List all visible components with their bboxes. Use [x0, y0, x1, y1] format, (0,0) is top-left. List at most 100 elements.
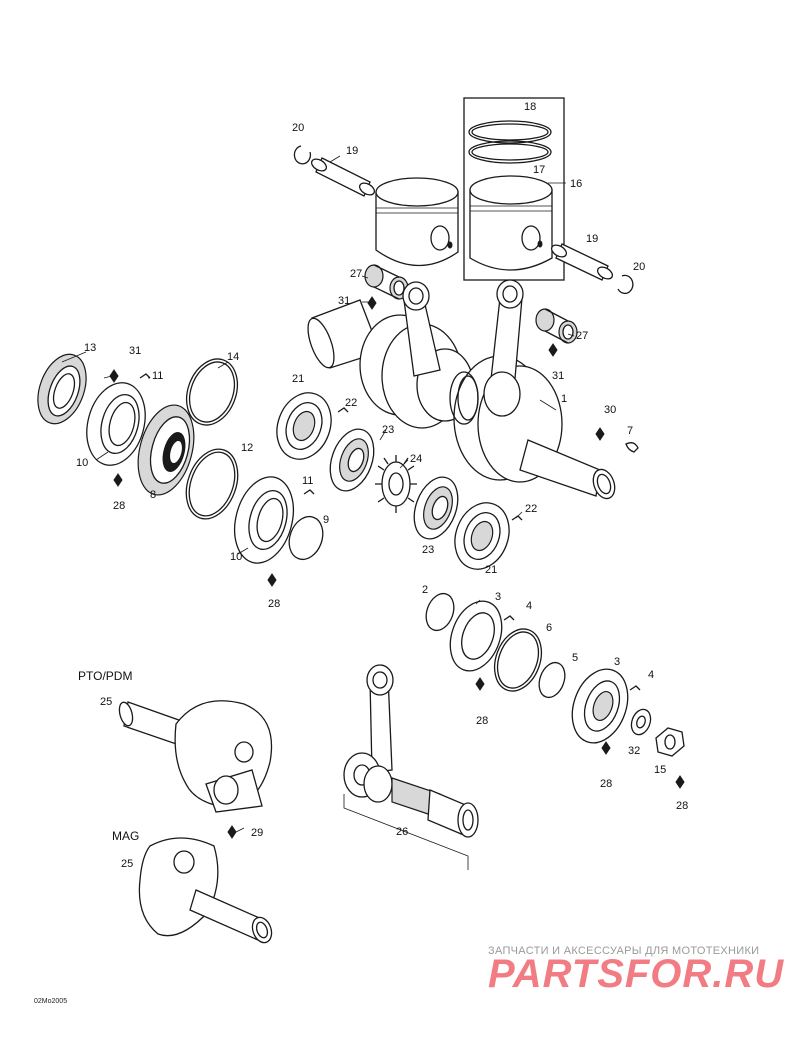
- bearing-21-upper: [276, 392, 332, 460]
- callout-28-r1: 28: [476, 715, 489, 727]
- woodruff-key: [625, 442, 639, 453]
- washer-32: [630, 708, 652, 736]
- ring-14: [185, 358, 239, 426]
- callout-27-lower: 27: [576, 330, 589, 342]
- callout-26: 26: [396, 826, 409, 838]
- crankshaft-assembly: [307, 279, 616, 500]
- gear-24: [375, 455, 417, 513]
- spacer-9: [288, 515, 324, 561]
- callout-25-mag: 25: [121, 858, 134, 870]
- callout-28-r2: 28: [600, 778, 613, 790]
- callout-10-left: 10: [76, 457, 89, 469]
- reference-code: 02Mo2005: [34, 998, 68, 1005]
- circlip-right: [617, 274, 634, 295]
- bearing-23-upper: [329, 428, 375, 492]
- callout-27-upper: 27: [350, 268, 363, 280]
- circlip-left: [293, 145, 312, 165]
- callout-5: 5: [572, 652, 579, 664]
- callout-8: 8: [150, 489, 157, 501]
- leader-lines: [61, 155, 575, 833]
- dowel-28-r1: [475, 677, 485, 691]
- dowel-28-r3: [675, 775, 685, 789]
- callout-32: 32: [628, 745, 641, 757]
- crank-half-mag: [138, 837, 273, 944]
- dowel-31: [109, 369, 119, 383]
- callout-28-middle: 28: [268, 598, 281, 610]
- piston-pin-right: [550, 243, 614, 281]
- callout-14: 14: [227, 351, 240, 363]
- callout-4-lower: 4: [648, 669, 655, 681]
- pin-4-lower: [629, 685, 641, 691]
- callout-24: 24: [410, 453, 423, 465]
- bearing-3-lower: [571, 668, 629, 744]
- callout-15: 15: [654, 764, 667, 776]
- ring-6: [493, 628, 543, 692]
- callout-28-r3: 28: [676, 800, 689, 812]
- dowel-28-middle: [267, 573, 277, 587]
- callout-3-lower: 3: [614, 656, 621, 668]
- ring-12: [185, 448, 239, 520]
- watermark-tagline: ЗАПЧАСТИ И АКСЕССУАРЫ ДЛЯ МОТОТЕХНИКИ: [488, 945, 760, 957]
- pin-4-upper: [503, 615, 515, 621]
- watermark-logo: PARTSFOR.RU: [488, 952, 785, 996]
- callout-23-lower: 23: [422, 544, 435, 556]
- callout-29: 29: [251, 827, 264, 839]
- callout-3-upper: 3: [495, 591, 502, 603]
- callout-20-lower: 20: [633, 261, 646, 273]
- callout-22-lower: 22: [525, 503, 538, 515]
- callout-22-upper: 22: [345, 397, 358, 409]
- nut-15: [655, 727, 685, 757]
- bearing-23-lower: [413, 476, 459, 540]
- callout-16: 16: [570, 178, 583, 190]
- callout-11-upper: 11: [152, 370, 164, 382]
- callout-4-upper: 4: [526, 600, 533, 612]
- callout-6: 6: [546, 622, 553, 634]
- callout-25-pto: 25: [100, 696, 113, 708]
- callout-28-left: 28: [113, 500, 126, 512]
- needle-bearing-upper: [364, 264, 409, 300]
- callout-19-upper: 19: [346, 145, 359, 157]
- callout-31-left: 31: [129, 345, 142, 357]
- section-label-mag: MAG: [112, 829, 140, 843]
- ring-2: [425, 592, 455, 632]
- piston-right: [469, 175, 553, 271]
- crank-half-pto: [118, 700, 273, 813]
- callout-17: 17: [533, 164, 546, 176]
- section-label-pto: PTO/PDM: [78, 669, 133, 683]
- callout-2: 2: [422, 584, 429, 596]
- bearing-21-lower: [454, 502, 510, 570]
- pin-11-middle: [303, 489, 315, 495]
- callout-9: 9: [323, 514, 330, 526]
- callout-1: 1: [561, 393, 568, 405]
- needle-bearing-lower: [535, 308, 578, 344]
- connecting-rod-assembly-26: [343, 664, 479, 838]
- dowel-29: [227, 825, 237, 839]
- callout-31-upper: 31: [338, 295, 351, 307]
- piston-rings: [468, 120, 552, 164]
- callout-20-upper: 20: [292, 122, 305, 134]
- spacer-5: [538, 661, 566, 699]
- bearing-10-left: [86, 382, 146, 466]
- callout-30: 30: [604, 404, 617, 416]
- callout-10-middle: 10: [230, 551, 243, 563]
- dowel-28: [113, 473, 123, 487]
- callout-21-lower: 21: [485, 564, 498, 576]
- callout-23-upper: 23: [382, 424, 395, 436]
- dowel-28-r2: [601, 741, 611, 755]
- callout-12: 12: [241, 442, 254, 454]
- ball-bearing-8: [137, 404, 195, 496]
- callout-18: 18: [524, 101, 537, 113]
- callout-21-upper: 21: [292, 373, 305, 385]
- callout-31-lower: 31: [552, 370, 565, 382]
- pin-22: [337, 407, 349, 413]
- piston-left: [375, 177, 459, 267]
- callout-11-middle: 11: [302, 475, 314, 487]
- callout-13: 13: [84, 342, 97, 354]
- bearing-3-upper: [449, 600, 503, 672]
- bearing-10-middle: [234, 476, 294, 564]
- dowel-pin-upper: [367, 296, 377, 310]
- piston-pin-left: [310, 157, 376, 197]
- bracket-26: [343, 794, 469, 870]
